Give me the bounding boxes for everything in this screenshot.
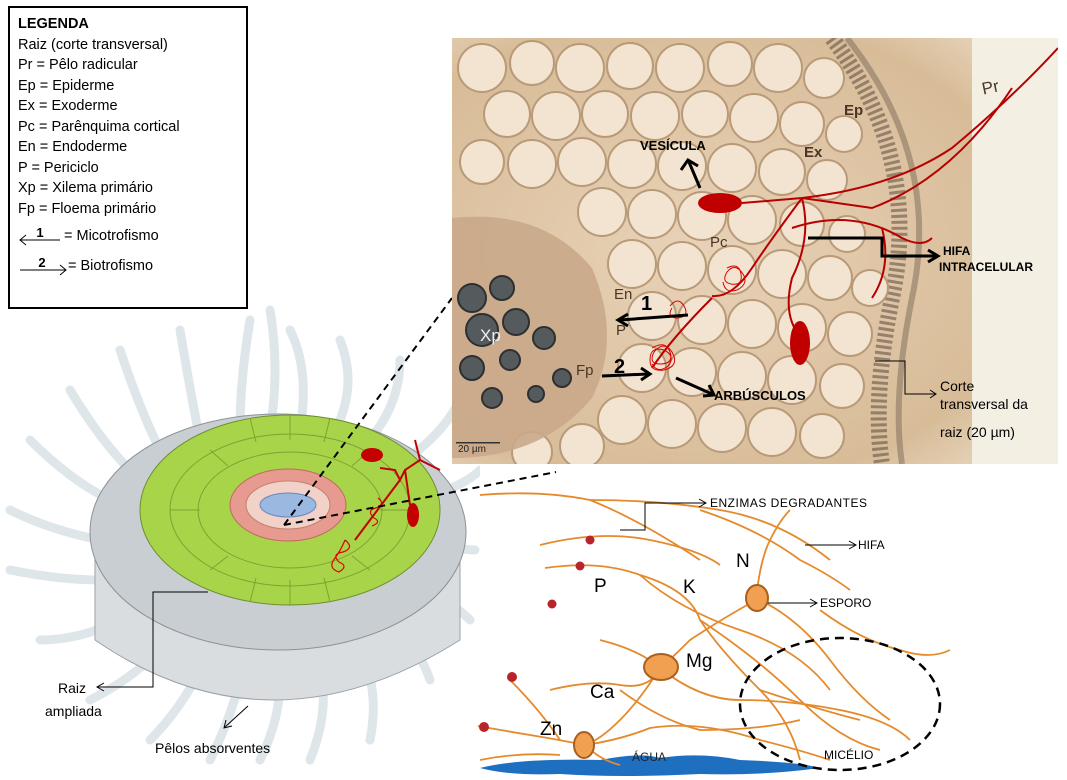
raiz-ampliada-label-1: Raiz — [58, 680, 86, 696]
pelos-absorventes-label: Pêlos absorventes — [155, 740, 270, 756]
raiz-ampliada-label-2: ampliada — [45, 703, 102, 719]
